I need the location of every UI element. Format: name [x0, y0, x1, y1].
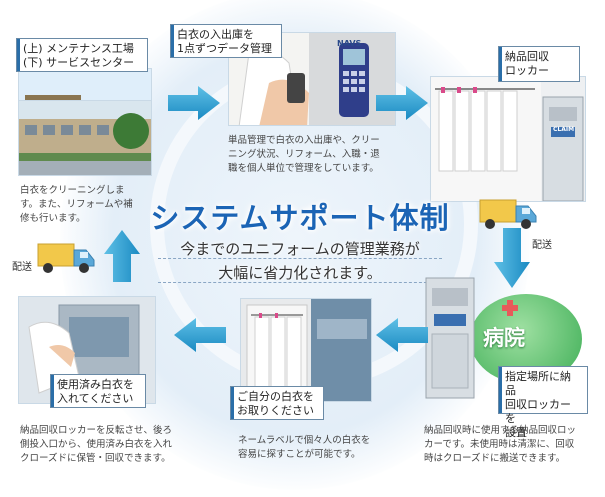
scan-label-line2: 1点ずつデータ管理 [177, 42, 272, 55]
arrow-left-2 [174, 318, 226, 352]
return-label-line1: 使用済み白衣を [57, 378, 134, 391]
service-center-photo [18, 100, 152, 176]
pickup-label-line2: お取りください [237, 404, 314, 417]
arrow-down [494, 228, 530, 288]
locker-label-line2: ロッカー [505, 64, 549, 77]
arrow-right-1 [168, 86, 220, 120]
pickup-label: ご自分の白衣を お取りください [230, 386, 324, 420]
hospital-label: 病院 [483, 326, 525, 350]
label-accent-bar [51, 375, 54, 407]
truck-icon-left [37, 243, 95, 273]
truck-icon [479, 199, 537, 229]
scan-label-line1: 白衣の入出庫を [177, 28, 254, 41]
subtitle-underline-1 [158, 258, 442, 259]
label-accent-bar [17, 39, 20, 71]
install-label: 指定場所に納品 回収ロッカーを 設置 [498, 366, 588, 439]
scan-desc: 単品管理で白衣の入出庫や、クリー ニング状況、リフォーム、入職・退 職を個人単位… [228, 135, 380, 174]
pickup-desc: ネームラベルで個々人の白衣を 容易に探すことが可能です。 [238, 435, 371, 460]
install-locker-photo [424, 276, 476, 400]
arrow-right-2 [376, 86, 428, 120]
factory-label: (上) メンテナンス工場 (下) サービスセンター [16, 38, 148, 72]
locker-label-line1: 納品回収 [505, 50, 549, 63]
pickup-label-line1: ご自分の白衣を [237, 390, 314, 403]
delivery-right-label: 配送 [532, 240, 552, 251]
device-brand: NAVS [337, 39, 362, 48]
locker-photo: CLAIM [430, 76, 586, 202]
arrow-up [104, 230, 140, 282]
subtitle-line1: 今までのユニフォームの管理業務が [180, 240, 420, 258]
subtitle-underline-2 [158, 282, 442, 283]
pickup-photo [240, 298, 372, 402]
hospital-cross-icon [502, 300, 518, 316]
arrow-left-1 [376, 318, 428, 352]
scan-label: 白衣の入出庫を 1点ずつデータ管理 [170, 24, 282, 58]
locker-brand: CLAIM [553, 126, 575, 133]
return-label-line2: 入れてください [57, 392, 134, 405]
label-accent-bar [171, 25, 174, 57]
install-label-line3: 設置 [505, 426, 527, 439]
subtitle-line2: 大幅に省力化されます。 [218, 264, 382, 282]
locker-label: 納品回収 ロッカー [498, 46, 580, 82]
install-desc: 納品回収時に使用する納品回収ロッ カーです。未使用時は清潔に、回収 時はクローズ… [424, 425, 577, 464]
install-label-line2: 回収ロッカーを [505, 398, 571, 425]
return-label: 使用済み白衣を 入れてください [50, 374, 146, 408]
factory-label-line1: (上) メンテナンス工場 [23, 42, 134, 55]
label-accent-bar [231, 387, 234, 419]
factory-desc: 白衣をクリーニングしま す。また、リフォームや補 修も行います。 [20, 185, 133, 224]
scan-photo: NAVS [228, 32, 396, 126]
diagram-title: システムサポート体制 [150, 201, 450, 235]
label-accent-bar [499, 47, 502, 81]
return-desc: 納品回収ロッカーを反転させ、後ろ 側投入口から、使用済み白衣を入れ クローズドに… [20, 425, 173, 464]
install-label-line1: 指定場所に納品 [505, 370, 571, 397]
label-accent-bar [499, 367, 502, 413]
factory-label-line2: (下) サービスセンター [23, 56, 135, 69]
delivery-left-label: 配送 [12, 262, 32, 273]
